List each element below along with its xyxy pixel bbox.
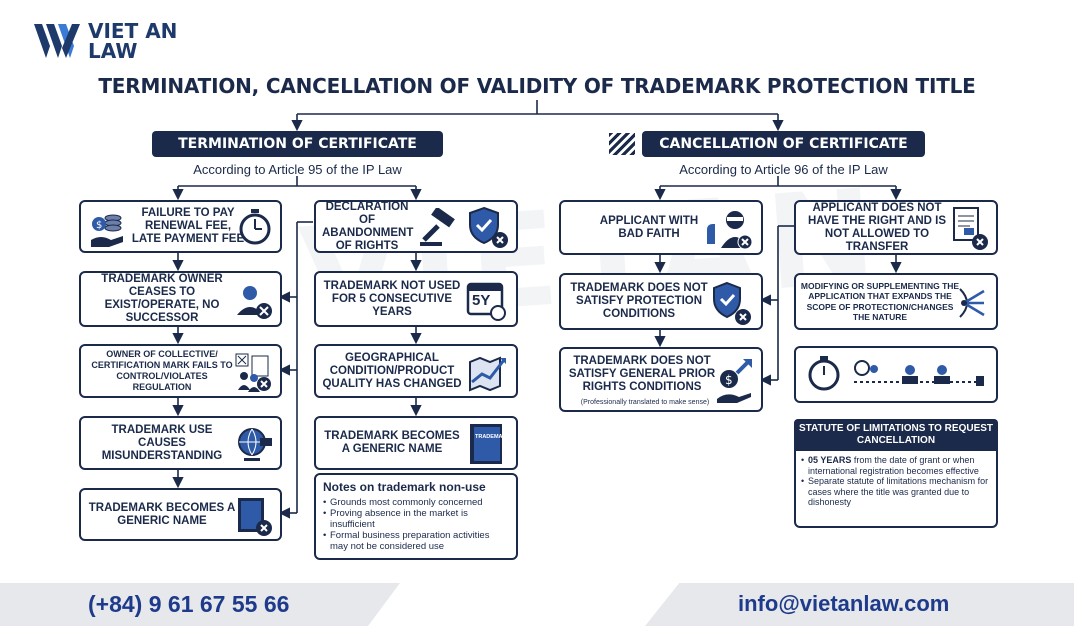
box-collective-mark: OWNER OF COLLECTIVE/ CERTIFICATION MARK … [79,344,282,398]
money-hand-icon: $ [89,210,127,253]
gavel-icon [418,206,462,253]
box-misunderstanding: TRADEMARK USE CAUSES MISUNDERSTANDING [79,416,282,470]
box-failure-to-pay: $ FAILURE TO PAY RENEWAL FEE, LATE PAYME… [79,200,282,253]
statute-item-1: 05 YEARS from the date of grant or when … [801,455,991,476]
box-bad-faith: APPLICANT WITH BAD FAITH [559,200,763,255]
box-label: TRADEMARK DOES NOT SATISFY PROTECTION CO… [570,282,708,320]
page-title: TERMINATION, CANCELLATION OF VALIDITY OF… [98,74,976,98]
notes-item: Grounds most commonly concerned [323,497,509,508]
shield-cancel-icon [711,281,755,332]
box-abandonment: DECLARATION OF ABANDONMENT OF RIGHTS [314,200,518,253]
box-generic-name-1: TRADEMARK BECOMES A GENERIC NAME [79,488,282,541]
box-label: TRADEMARK BECOMES A GENERIC NAME [324,430,460,455]
box-label: OWNER OF COLLECTIVE/ CERTIFICATION MARK … [91,349,233,392]
box-label: TRADEMARK DOES NOT SATISFY GENERAL PRIOR… [568,355,716,393]
footer-band-left [0,583,400,626]
statute-period: 05 YEARS [808,455,852,465]
footer-band-right [645,583,1074,626]
footer-email[interactable]: info@vietanlaw.com [738,591,950,616]
termination-subheading: According to Article 95 of the IP Law [193,162,402,177]
box-owner-ceases: TRADEMARK OWNER CEASES TO EXIST/OPERATE,… [79,271,282,327]
masked-person-icon [705,208,755,257]
shield-check-icon [466,206,510,255]
box-modify-application: MODIFYING OR SUPPLEMENTING THE APPLICATI… [794,273,998,330]
trademark-book-icon: TRADEMARK [466,422,511,468]
hatch-decoration [609,133,635,155]
svg-text:$: $ [725,373,733,387]
globe-icon [234,424,274,471]
translation-note: (Professionally translated to make sense… [580,399,710,406]
notes-title: Notes on trademark non-use [323,480,486,494]
brand-line1: VIET AN [88,19,178,43]
notes-item: Proving absence in the market is insuffi… [323,508,509,530]
brand-line2: LAW [88,39,138,63]
box-label: TRADEMARK USE CAUSES MISUNDERSTANDING [101,423,223,462]
statute-heading: STATUTE OF LIMITATIONS TO REQUEST CANCEL… [794,419,998,451]
stopwatch-icon [238,208,272,251]
box-prior-rights: TRADEMARK DOES NOT SATISFY GENERAL PRIOR… [559,347,763,412]
box-label: APPLICANT DOES NOT HAVE THE RIGHT AND IS… [807,201,946,253]
money-growth-icon: $ [715,355,755,408]
expand-arrows-icon [956,285,990,326]
termination-heading: TERMINATION OF CERTIFICATE VALIDITY [152,131,443,178]
box-label: GEOGRAPHICAL CONDITION/PRODUCT QUALITY H… [322,351,462,390]
box-label: TRADEMARK OWNER CEASES TO EXIST/OPERATE,… [101,273,223,324]
map-growth-icon [466,350,510,399]
five-year-badge: 5Y [472,292,491,309]
box-label: DECLARATION OF ABANDONMENT OF RIGHTS [322,200,414,252]
box-protection-conditions: TRADEMARK DOES NOT SATISFY PROTECTION CO… [559,273,763,330]
box-label: FAILURE TO PAY RENEWAL FEE, LATE PAYMENT… [131,207,245,245]
cancellation-heading: CANCELLATION OF CERTIFICATE VALIDITY [642,131,925,178]
book-label: TRADEMARK [475,434,511,440]
vietan-logo-icon [34,24,80,58]
person-cancel-icon [234,281,274,326]
box-label: APPLICANT WITH BAD FAITH [599,214,699,240]
box-no-right-transfer: APPLICANT DOES NOT HAVE THE RIGHT AND IS… [794,200,998,255]
cancellation-subheading: According to Article 96 of the IP Law [679,162,888,177]
notes-item: Formal business preparation activities m… [323,530,509,552]
box-label: TRADEMARK NOT USED FOR 5 CONSECUTIVE YEA… [323,279,461,318]
book-icon [234,496,274,543]
calendar-5y-icon: 5Y [466,279,508,323]
document-cancel-icon [950,206,990,257]
statute-period-detail: from the date of grant or when internati… [808,455,979,476]
box-generic-name-2: TRADEMARK BECOMES A GENERIC NAME TRADEMA… [314,416,518,470]
box-geo-quality: GEOGRAPHICAL CONDITION/PRODUCT QUALITY H… [314,344,518,398]
box-label: TRADEMARK BECOMES A GENERIC NAME [88,501,236,527]
statute-box: 05 YEARS from the date of grant or when … [794,451,998,528]
logo: VIET AN LAW [32,20,177,62]
statute-item-2: Separate statute of limitations mechanis… [801,476,991,508]
timeline-illustration [794,346,998,403]
box-not-used: TRADEMARK NOT USED FOR 5 CONSECUTIVE YEA… [314,271,518,327]
box-label: MODIFYING OR SUPPLEMENTING THE APPLICATI… [800,280,960,323]
document-group-icon [234,352,274,399]
footer-phone[interactable]: (+84) 9 61 67 55 66 [88,591,290,617]
notes-non-use: Notes on trademark non-use Grounds most … [314,473,518,560]
timeline-icon [808,356,984,391]
svg-text:$: $ [96,220,102,231]
